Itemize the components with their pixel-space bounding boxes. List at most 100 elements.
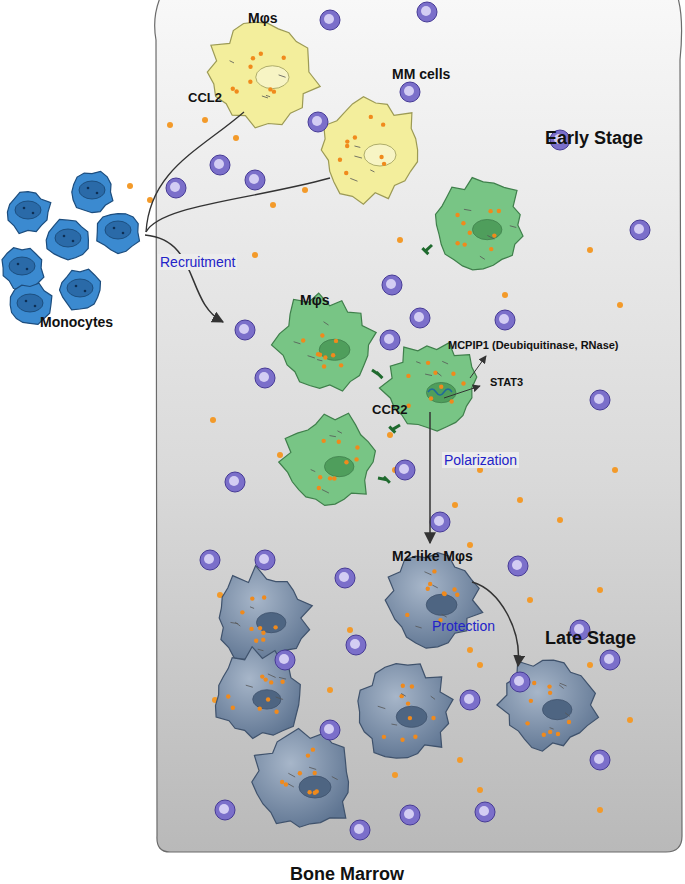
mm-cell [510, 672, 530, 692]
ccl2-dot [627, 717, 633, 723]
monocyte [97, 214, 140, 254]
mm-cell [508, 556, 528, 576]
early-macrophage [321, 97, 417, 205]
ccr2-receptor [389, 425, 400, 433]
ccl2-dot [347, 627, 353, 633]
mm-cell [335, 568, 355, 588]
mm-cell [210, 155, 230, 175]
ccr2-receptor [378, 477, 390, 483]
mm-cell [400, 82, 420, 102]
mm-cell [590, 390, 610, 410]
ccl2-dot [252, 252, 258, 258]
early-macrophage [207, 22, 320, 128]
cell-group: Mφs [190, 5, 420, 190]
m2-macrophage [219, 566, 312, 662]
ccl2-dot [597, 587, 603, 593]
mm-cell [630, 220, 650, 240]
stat3-to-mcpip1-arrow [470, 356, 486, 378]
ccl2-dot [467, 647, 473, 653]
mm-cell [382, 275, 402, 295]
m2-macrophage [216, 647, 301, 739]
ccl2-dot [457, 757, 463, 763]
mm-cell [430, 512, 450, 532]
dna-symbol [428, 389, 452, 395]
monocyte [46, 219, 88, 259]
annotation-label: Early Stage [545, 128, 643, 149]
ccl2-dot [587, 247, 593, 253]
ccl2-dot [477, 787, 483, 793]
mm-cell [225, 472, 245, 492]
recruited-macrophage [436, 178, 524, 270]
mm-cell [245, 170, 265, 190]
mm-cell [308, 112, 328, 132]
mm-cell [235, 320, 255, 340]
mm-cell [200, 550, 220, 570]
mm-cell [255, 550, 275, 570]
mm-cell [320, 720, 340, 740]
m2-macrophage [252, 729, 349, 828]
ccl2-dot [527, 597, 533, 603]
group-label: Monocytes [40, 314, 113, 330]
ccl2-dot [597, 807, 603, 813]
m2-macrophage [497, 660, 599, 751]
ccl2-signal-line [146, 178, 330, 232]
mm-cell [600, 650, 620, 670]
edge-label: Recruitment [158, 254, 237, 270]
bone-marrow-ground [155, 0, 682, 852]
connector-arrow [145, 235, 223, 322]
ccl2-dot [557, 517, 563, 523]
ccr2-receptor [372, 370, 382, 378]
ccl2-dot [517, 497, 523, 503]
ccr2-to-stat3-arrow [444, 386, 480, 398]
annotation-label: MCPIP1 (Deubiquitinase, RNase) [448, 339, 619, 351]
cell-group: M2-like Mφs [195, 545, 682, 845]
ccl2-dot [210, 417, 216, 423]
mm-cell [475, 802, 495, 822]
annotation-label: Late Stage [545, 628, 636, 649]
mm-cell [400, 805, 420, 825]
monocyte [60, 269, 101, 310]
ccl2-dot [233, 135, 239, 141]
m2-macrophage [358, 664, 453, 759]
mm-cell [320, 10, 340, 30]
ccl2-dot [477, 662, 483, 668]
ccl2-dot [127, 183, 133, 189]
ccl2-dot [270, 202, 276, 208]
ccl2-signal-line [146, 112, 244, 232]
mm-cell [350, 820, 370, 840]
group-label: M2-like Mφs [392, 548, 473, 564]
ccl2-dot [587, 662, 593, 668]
ccl2-dot [202, 117, 208, 123]
recruited-macrophage [279, 413, 376, 505]
mm-cell [410, 308, 430, 328]
mm-cell [275, 650, 295, 670]
annotation-label: Protection [432, 618, 495, 634]
ccl2-dot [327, 687, 333, 693]
ccl2-dot [397, 237, 403, 243]
recruited-macrophage [379, 343, 476, 431]
mm-cell [590, 750, 610, 770]
mm-cell [380, 330, 400, 350]
mm-cell [495, 310, 515, 330]
cell-group: Monocytes [0, 165, 145, 335]
mm-cell [346, 635, 366, 655]
monocyte [72, 171, 113, 212]
annotation-label: MM cells [392, 66, 450, 82]
annotation-label: CCR2 [372, 402, 407, 417]
mm-cell [395, 460, 415, 480]
ccl2-dot [612, 467, 618, 473]
mm-cell [215, 800, 235, 820]
group-label: Mφs [248, 10, 277, 26]
monocyte [7, 192, 50, 234]
ccl2-dot [277, 452, 283, 458]
annotation-label: STAT3 [490, 376, 523, 388]
ccl2-dot [502, 292, 508, 298]
ccl2-dot [387, 432, 393, 438]
annotation-label: CCL2 [188, 90, 222, 105]
mm-cell [255, 368, 275, 388]
connector-arrow [429, 412, 431, 543]
ccr2-receptor [422, 245, 432, 254]
edge-label: Polarization [442, 452, 519, 468]
region-title: Bone Marrow [290, 864, 404, 884]
ccl2-dot [452, 502, 458, 508]
